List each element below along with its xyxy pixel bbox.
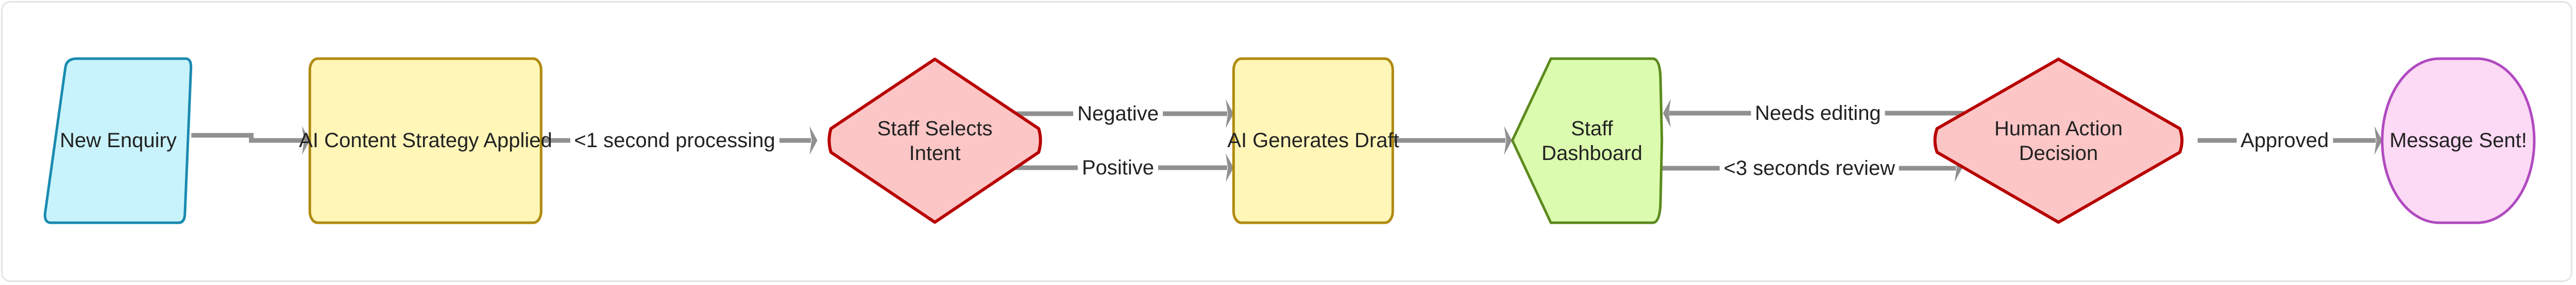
node-staff-selects-intent-label-line2: Intent — [909, 142, 961, 165]
edge-enquiry-to-strategy — [191, 126, 310, 155]
node-staff-selects-intent-label-line1: Staff Selects — [877, 117, 993, 140]
node-human-action-decision-label-line2: Decision — [2019, 142, 2098, 165]
edge-draft-to-dashboard — [1393, 126, 1512, 155]
node-ai-generates-draft-shape[interactable] — [1233, 59, 1393, 223]
node-staff-selects-intent-shape[interactable] — [829, 59, 1040, 222]
node-message-sent-shape[interactable] — [2382, 59, 2534, 223]
edge-label-positive: Positive — [1077, 155, 1159, 180]
node-message-sent-label: Message Sent! — [2389, 129, 2527, 152]
node-ai-generates-draft-label: AI Generates Draft — [1227, 129, 1399, 152]
node-ai-content-strategy-label: AI Content Strategy Applied — [299, 129, 552, 152]
edge-label-approved: Approved — [2236, 128, 2333, 153]
node-staff-dashboard-shape[interactable] — [1512, 59, 1662, 223]
node-new-enquiry-label: New Enquiry — [60, 129, 177, 152]
node-staff-dashboard-label-line2: Dashboard — [1541, 142, 1642, 165]
edge-label-processing: <1 second processing — [570, 128, 779, 153]
node-new-enquiry-shape[interactable] — [45, 59, 191, 223]
edge-label-needs-editing: Needs editing — [1751, 101, 1885, 126]
node-human-action-decision-shape[interactable] — [1935, 59, 2182, 222]
edge-label-review: <3 seconds review — [1719, 156, 1900, 181]
node-human-action-decision-label-line1: Human Action — [1994, 117, 2123, 140]
edge-label-negative: Negative — [1073, 101, 1163, 126]
node-ai-content-strategy-shape[interactable] — [310, 59, 541, 223]
node-staff-dashboard-label-line1: Staff — [1571, 117, 1613, 140]
